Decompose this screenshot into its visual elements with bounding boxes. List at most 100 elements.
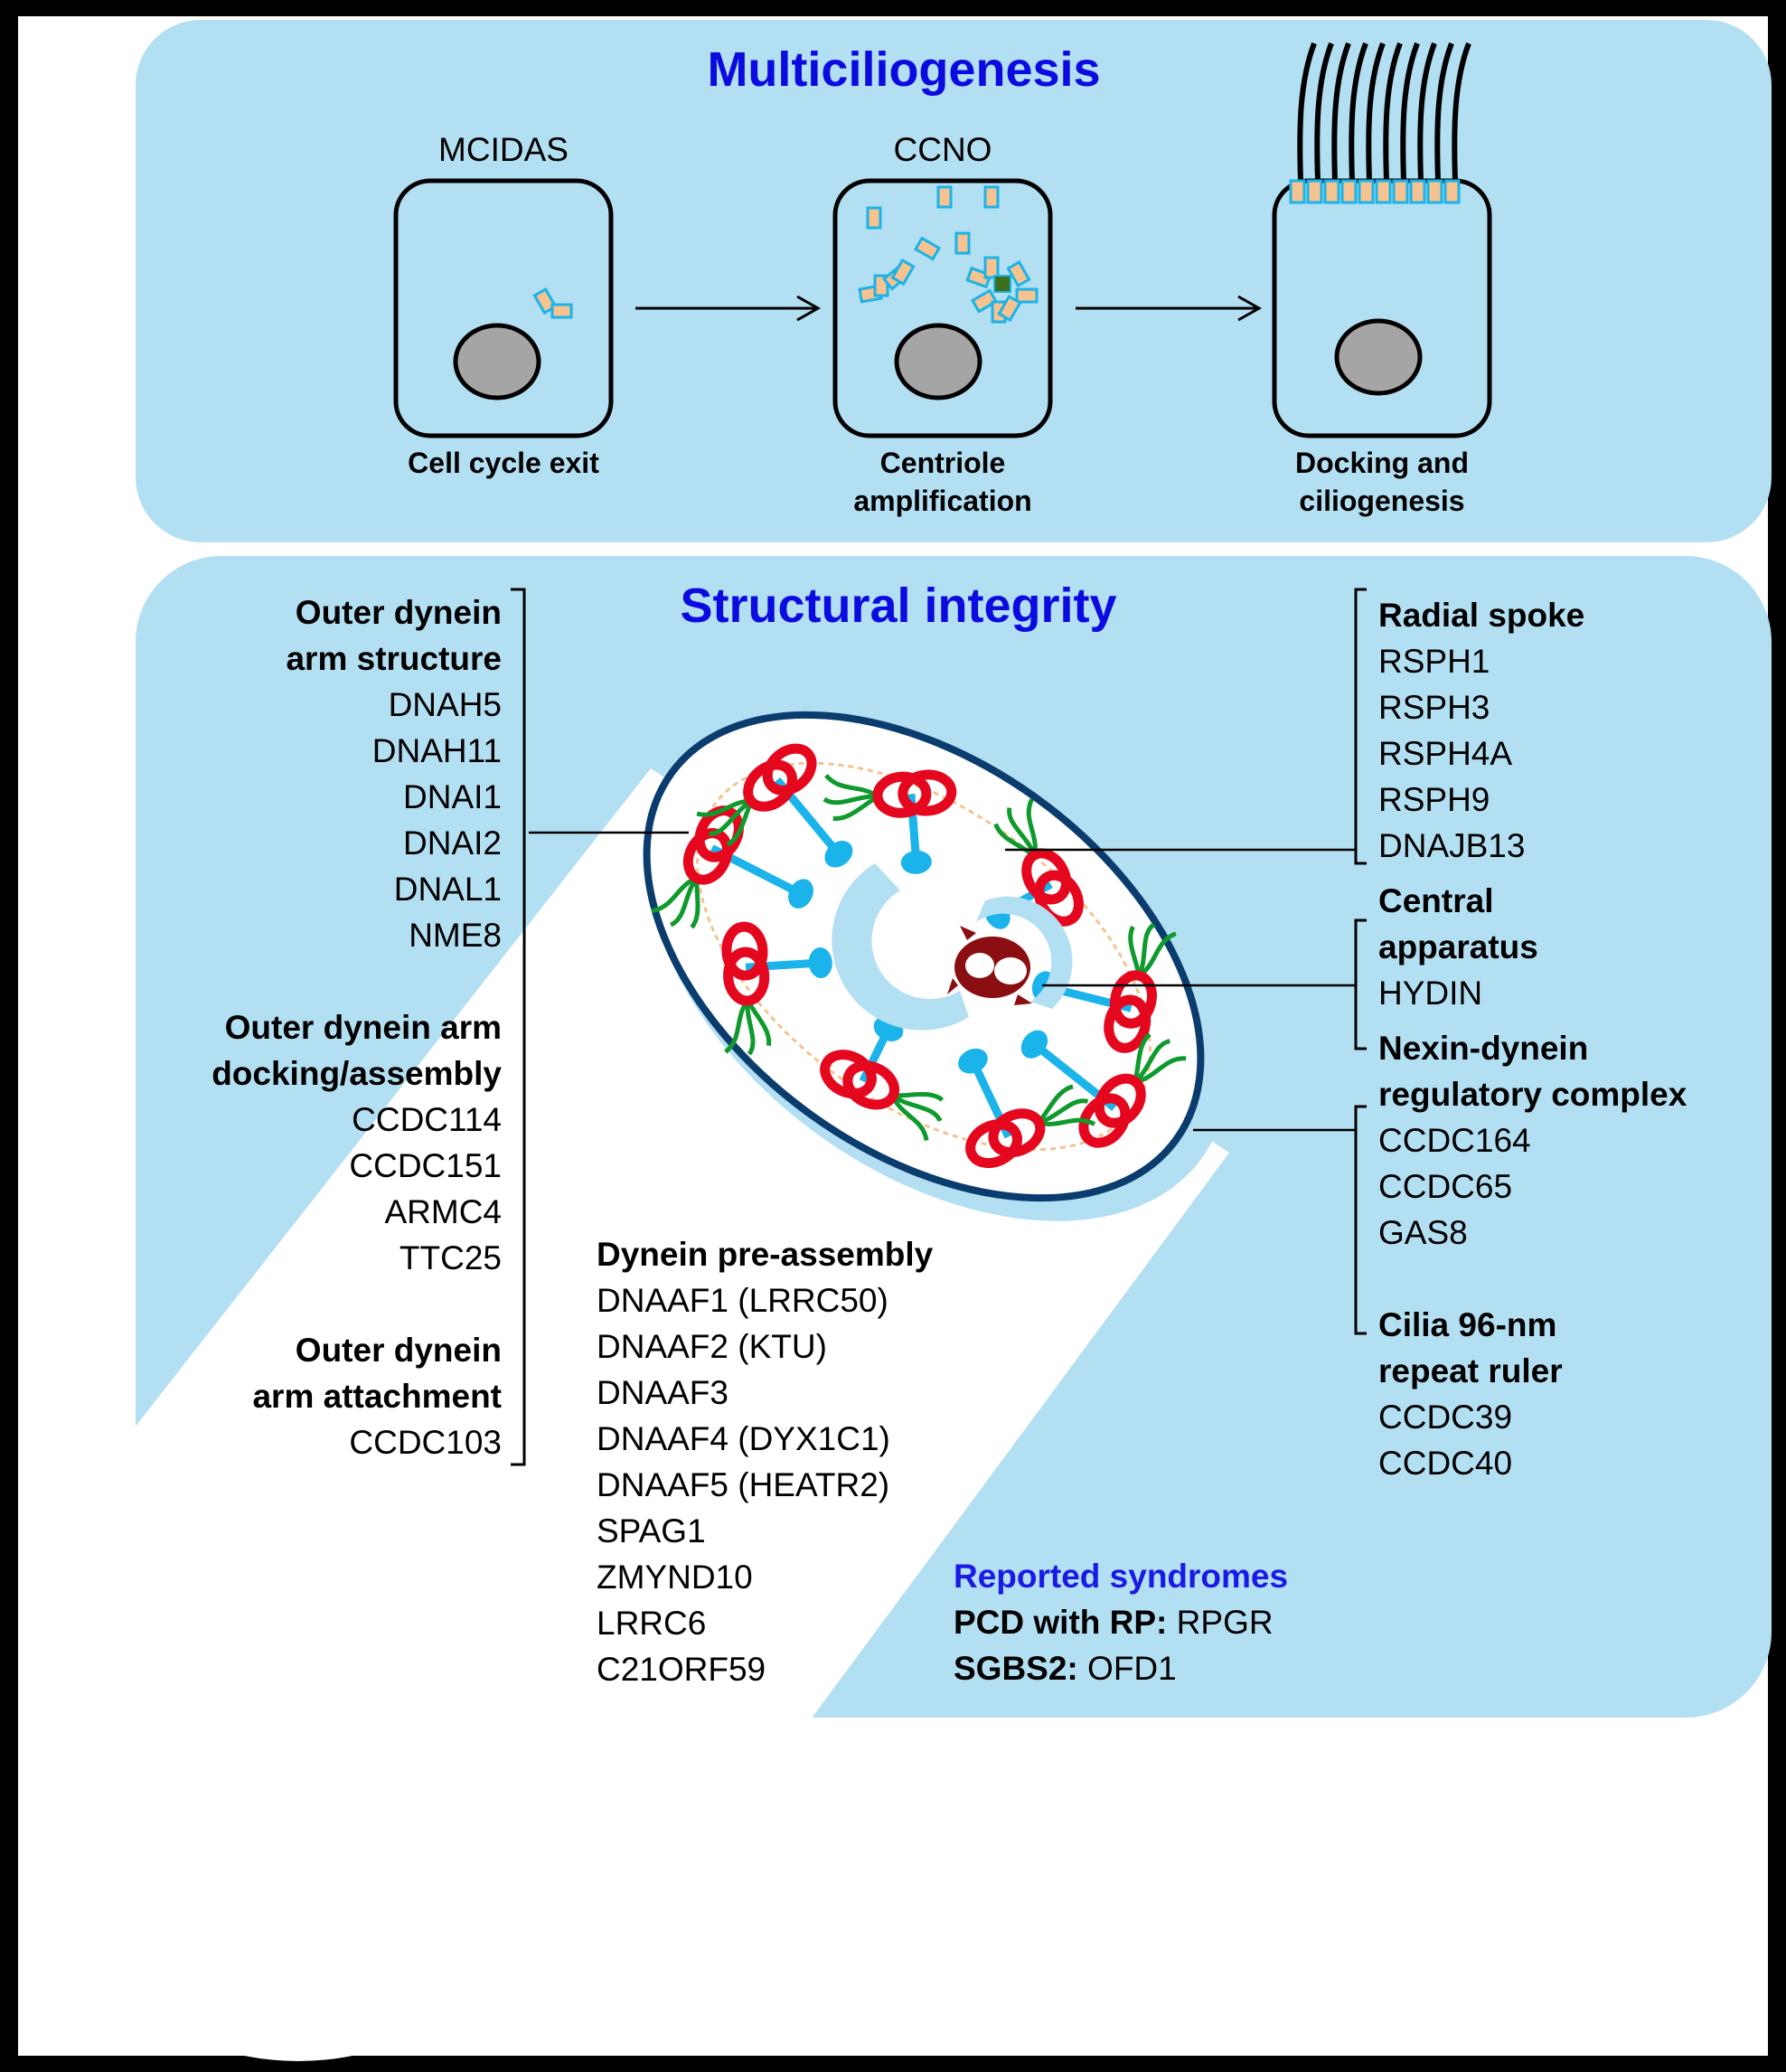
centriole-amplification-cell <box>832 178 1053 438</box>
right-gene-column-top: Radial spoke RSPH1 RSPH3 RSPH4A RSPH9 DN… <box>1378 592 1767 1486</box>
basal-body <box>1289 179 1306 204</box>
stage-caption-centriole-2: amplification <box>853 485 1032 517</box>
gene-label: DNAAF5 (HEATR2) <box>597 1466 890 1503</box>
radial-spoke-head <box>788 879 813 909</box>
centriole <box>983 185 1000 209</box>
cilium <box>1297 42 1317 182</box>
radial-spoke-head <box>1020 1030 1048 1059</box>
centriole <box>983 256 1000 279</box>
structural-integrity-title: Structural integrity <box>680 579 1117 633</box>
gene-label: TTC25 <box>399 1239 502 1276</box>
radial-spoke-head <box>958 1048 988 1074</box>
gene-label: HYDIN <box>1378 975 1483 1012</box>
gene-label: DNAAF1 (LRRC50) <box>597 1282 888 1319</box>
group-heading: Cilia 96-nm <box>1378 1306 1557 1343</box>
syndrome-gene: OFD1 <box>1077 1650 1177 1687</box>
centriole <box>997 294 1022 323</box>
basal-body <box>1426 179 1443 204</box>
gene-label: CCDC103 <box>349 1424 502 1461</box>
centriole <box>965 266 992 289</box>
multiciliogenesis-title: Multiciliogenesis <box>707 42 1101 97</box>
group-heading: docking/assembly <box>212 1055 502 1092</box>
docking-ciliogenesis-cell <box>1272 42 1492 438</box>
cilium <box>1366 42 1386 182</box>
gene-label: DNAL1 <box>393 871 502 908</box>
gene-label: DNAJB13 <box>1378 827 1526 864</box>
syndromes-heading: Reported syndromes <box>954 1558 1289 1595</box>
gene-label: DNAI2 <box>403 824 502 862</box>
cilium <box>1383 42 1403 182</box>
cilium <box>1400 42 1420 182</box>
group-heading: Central <box>1378 882 1494 919</box>
group-heading: Nexin-dynein <box>1378 1030 1589 1067</box>
central-sheath-left <box>832 863 969 1031</box>
basal-body <box>1340 179 1358 204</box>
group-heading: Radial spoke <box>1378 597 1585 634</box>
gene-label: LRRC6 <box>597 1605 707 1642</box>
gene-label: RSPH9 <box>1378 781 1490 818</box>
axoneme-cross-section <box>643 711 1228 1221</box>
gene-label: CCDC40 <box>1378 1445 1513 1482</box>
reported-syndromes: Reported syndromes PCD with RP: RPGR SGB… <box>954 1553 1378 1691</box>
gene-label: DNAAF2 (KTU) <box>597 1328 827 1365</box>
centriole <box>970 288 999 314</box>
basal-body <box>1358 179 1375 204</box>
stage-gene-ccno: CCNO <box>893 131 992 168</box>
gene-label: GAS8 <box>1378 1214 1468 1251</box>
centriole <box>866 206 882 230</box>
group-heading: arm structure <box>286 640 502 677</box>
gene-label: CCDC39 <box>1378 1399 1513 1436</box>
cilium <box>1452 42 1471 182</box>
stage-caption-docking-2: ciliogenesis <box>1299 485 1465 517</box>
cilium <box>1434 42 1454 182</box>
syndrome-label: SGBS2: <box>954 1650 1078 1687</box>
centriole <box>1015 287 1039 304</box>
gene-label: CCDC114 <box>352 1101 502 1138</box>
cilium <box>1417 42 1437 182</box>
basal-body <box>1306 179 1323 204</box>
centriole <box>890 258 916 287</box>
gene-label: RSPH3 <box>1378 689 1490 726</box>
cilium <box>1331 42 1351 182</box>
gene-label: DNAH11 <box>371 732 502 769</box>
centriole <box>1006 259 1031 288</box>
cell-cycle-exit-cell <box>393 178 614 438</box>
group-heading: repeat ruler <box>1378 1352 1563 1389</box>
gene-label: DNAAF3 <box>597 1374 728 1411</box>
gene-label: CCDC164 <box>1378 1122 1531 1159</box>
stage-caption-docking-1: Docking and <box>1294 447 1469 479</box>
gene-label: C21ORF59 <box>597 1651 766 1688</box>
basal-body <box>1392 179 1409 204</box>
leader-lines <box>529 831 1356 1132</box>
gene-label: RSPH4A <box>1378 735 1513 772</box>
radial-spoke-head <box>808 947 832 978</box>
brackets <box>511 588 1367 1466</box>
group-heading: Outer dynein <box>295 1332 502 1369</box>
cilium <box>1349 42 1368 182</box>
syndrome-row: SGBS2: OFD1 <box>954 1645 1378 1691</box>
group-heading: Outer dynein arm <box>224 1009 502 1046</box>
radial-spoke-head <box>900 850 932 874</box>
syndrome-row: PCD with RP: RPGR <box>954 1599 1378 1645</box>
preassembly-heading: Dynein pre-assembly <box>597 1236 934 1273</box>
left-gene-column: Outer dynein arm structure DNAH5 DNAH11 … <box>136 589 502 1465</box>
centriole <box>913 236 942 261</box>
gene-label: CCDC151 <box>349 1147 502 1184</box>
gene-label: DNAH5 <box>388 686 502 723</box>
centriole <box>954 231 971 255</box>
gene-label: NME8 <box>409 917 502 954</box>
group-heading: apparatus <box>1378 928 1538 965</box>
centriole <box>936 185 953 209</box>
basal-body <box>1443 179 1461 204</box>
stage-caption-cell-cycle-exit: Cell cycle exit <box>408 447 599 479</box>
preassembly-list: Dynein pre-assembly DNAAF1 (LRRC50) DNAA… <box>597 1231 976 1692</box>
progression-arrows <box>635 295 1263 322</box>
stage-caption-centriole-1: Centriole <box>879 447 1006 479</box>
gene-label: ZMYND10 <box>597 1559 753 1596</box>
group-heading: regulatory complex <box>1378 1076 1687 1113</box>
gene-label: DNAAF4 (DYX1C1) <box>597 1420 890 1457</box>
basal-body <box>1409 179 1426 204</box>
gene-label: RSPH1 <box>1378 643 1490 680</box>
syndrome-gene: RPGR <box>1167 1604 1274 1641</box>
basal-body <box>1375 179 1392 204</box>
